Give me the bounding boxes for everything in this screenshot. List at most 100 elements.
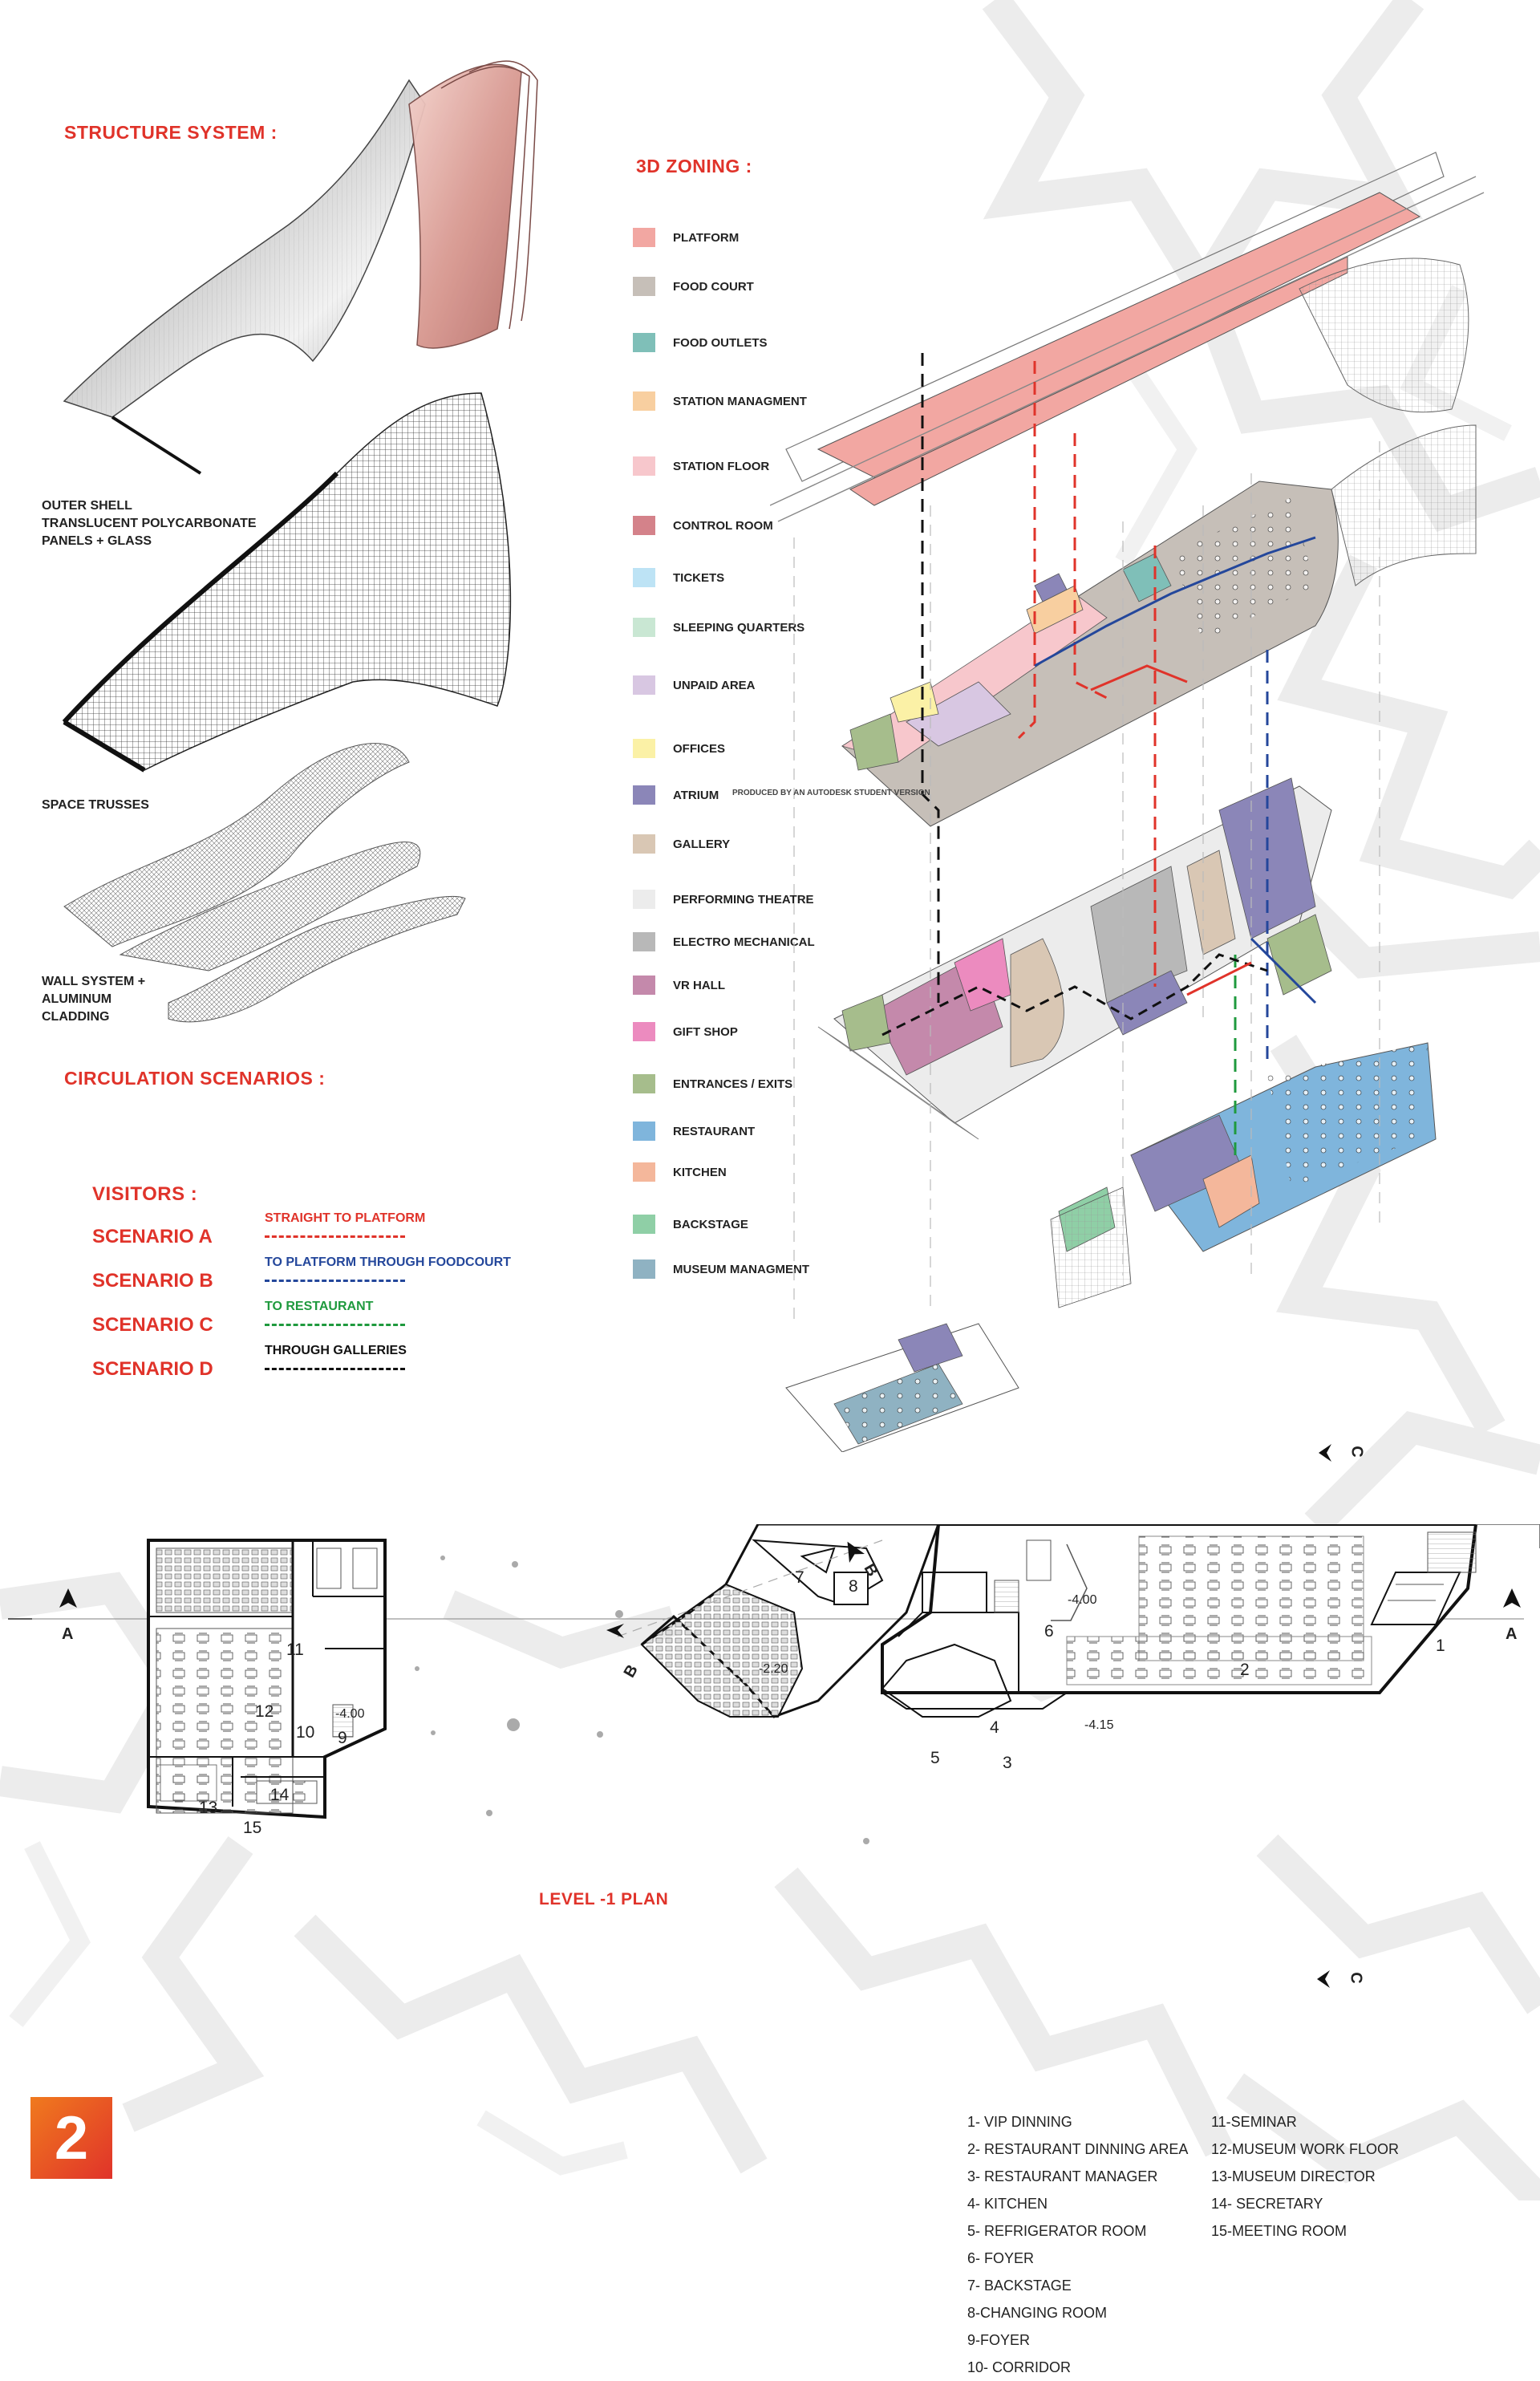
zone-legend-item: ENTRANCES / EXITS [633, 1073, 792, 1095]
zone-label: ENTRANCES / EXITS [673, 1077, 793, 1091]
zone-swatch [633, 228, 655, 247]
zone-swatch [633, 516, 655, 535]
room-number: 5 [930, 1749, 940, 1767]
zoning-axonometric [770, 152, 1485, 1452]
room-legend-item: 5- REFRIGERATOR ROOM [967, 2223, 1147, 2239]
room-number: 14 [270, 1786, 290, 1804]
section-a-label-left: A [62, 1625, 74, 1643]
zone-swatch [633, 1122, 655, 1141]
zone-swatch [633, 932, 655, 951]
outer-shell-label: OUTER SHELL TRANSLUCENT POLYCARBONATE PA… [42, 497, 257, 550]
room-number: 13 [199, 1799, 218, 1817]
zone-legend-item: STATION FLOOR [633, 455, 769, 477]
zone-label: STATION FLOOR [673, 459, 770, 473]
scenario-name: SCENARIO D [92, 1358, 213, 1380]
room-legend-item: 10- CORRIDOR [967, 2359, 1072, 2375]
room-legend-item: 7- BACKSTAGE [967, 2278, 1072, 2294]
zone-swatch [633, 739, 655, 758]
scenario-description: THROUGH GALLERIES [265, 1344, 407, 1357]
zone-legend-item: RESTAURANT [633, 1120, 755, 1142]
zone-legend-item: VR HALL [633, 974, 725, 996]
level-plan-heading: LEVEL -1 PLAN [539, 1890, 669, 1908]
room-number: 3 [1003, 1754, 1012, 1772]
zone-swatch [633, 1162, 655, 1182]
room-legend-left-list: 1- VIP DINNING 2- RESTAURANT DINNING AREA… [967, 2108, 1188, 2381]
north-arrow-right-icon [1503, 1588, 1521, 1608]
section-b-arrow-top-icon [847, 1541, 865, 1563]
structure-exploded-drawing [62, 60, 538, 1023]
room-legend-item: 12-MUSEUM WORK FLOOR [1211, 2141, 1400, 2157]
zone-label: UNPAID AREA [673, 678, 756, 692]
zone-label: BACKSTAGE [673, 1217, 748, 1231]
zone-label: CONTROL ROOM [673, 518, 773, 533]
zone-label: ELECTRO MECHANICAL [673, 935, 815, 949]
room-legend-item: 9-FOYER [967, 2332, 1031, 2348]
scenario-description: STRAIGHT TO PLATFORM [265, 1211, 426, 1225]
scenario-line [265, 1280, 405, 1282]
zone-legend-item: BACKSTAGE [633, 1213, 748, 1235]
zone-label: FOOD OUTLETS [673, 335, 768, 350]
scenario-description: TO RESTAURANT [265, 1300, 374, 1313]
outer-shell-line3: PANELS + GLASS [42, 534, 152, 548]
zone-label: FOOD COURT [673, 279, 754, 294]
wall-system-line3: CLADDING [42, 1010, 110, 1024]
scenario-name: SCENARIO B [92, 1270, 213, 1292]
section-c-label-top: C [1348, 1446, 1366, 1458]
zone-swatch [633, 568, 655, 587]
room-number: 8 [849, 1577, 858, 1596]
zone-swatch [633, 456, 655, 476]
autodesk-note: PRODUCED BY AN AUTODESK STUDENT VERSION [732, 789, 930, 797]
zone-legend-item: STATION MANAGMENT [633, 390, 807, 412]
zone-swatch [633, 890, 655, 909]
zone-legend-item: GALLERY [633, 833, 730, 855]
zone-legend-item: CONTROL ROOM [633, 514, 773, 537]
outer-shell-line2: TRANSLUCENT POLYCARBONATE [42, 517, 257, 530]
room-number: 11 [286, 1641, 304, 1659]
zone-swatch [633, 391, 655, 411]
zone-label: PERFORMING THEATRE [673, 892, 814, 907]
room-number: 10 [296, 1723, 315, 1742]
zone-swatch [633, 277, 655, 296]
section-c-label-low: C [1347, 1972, 1365, 1984]
zone-legend-item: FOOD OUTLETS [633, 331, 768, 354]
scenario-name: SCENARIO A [92, 1226, 213, 1247]
zone-label: RESTAURANT [673, 1124, 756, 1138]
level-marker: -4.00 [335, 1707, 365, 1721]
zone-legend-item: TICKETS [633, 566, 724, 589]
scenario-line [265, 1324, 405, 1326]
zone-legend-item: SLEEPING QUARTERS [633, 616, 804, 639]
zone-legend-item: GIFT SHOP [633, 1020, 738, 1043]
zone-legend-item: PERFORMING THEATRE [633, 888, 814, 911]
room-legend-item: 2- RESTAURANT DINNING AREA [967, 2141, 1189, 2157]
room-legend-item: 6- FOYER [967, 2250, 1035, 2266]
circulation-heading: CIRCULATION SCENARIOS : [64, 1068, 326, 1089]
zone-swatch [633, 834, 655, 854]
zone-label: ATRIUM [673, 788, 719, 802]
zone-legend-item: MUSEUM MANAGMENT [633, 1258, 809, 1280]
zone-label: TICKETS [673, 570, 725, 585]
zone-legend-item: ELECTRO MECHANICAL [633, 931, 815, 953]
zone-swatch [633, 1022, 655, 1041]
zone-legend-item: FOOD COURT [633, 275, 754, 298]
north-arrow-icon [59, 1588, 77, 1608]
structure-system-heading: STRUCTURE SYSTEM : [64, 122, 278, 143]
zone-label: PLATFORM [673, 230, 740, 245]
zone-legend-item: OFFICES [633, 737, 725, 760]
zone-swatch [633, 675, 655, 695]
zone-legend-item: ATRIUM [633, 784, 719, 806]
zone-swatch [633, 976, 655, 995]
zone-label: GALLERY [673, 837, 731, 851]
level-marker: -2.20 [759, 1662, 788, 1676]
room-number: 2 [1240, 1661, 1250, 1679]
page-number-badge: 2 [30, 2097, 112, 2179]
section-a-label-right: A [1506, 1625, 1518, 1643]
level-plan-drawing [8, 1524, 1540, 1844]
scenario-line [265, 1235, 405, 1238]
room-legend-item: 1- VIP DINNING [967, 2114, 1072, 2130]
wall-system-line2: ALUMINUM [42, 992, 112, 1006]
zone-label: VR HALL [673, 978, 725, 992]
room-legend-item: 14- SECRETARY [1211, 2196, 1323, 2212]
wall-system-label: WALL SYSTEM + ALUMINUM CLADDING [42, 973, 145, 1026]
zone-label: SLEEPING QUARTERS [673, 620, 805, 635]
